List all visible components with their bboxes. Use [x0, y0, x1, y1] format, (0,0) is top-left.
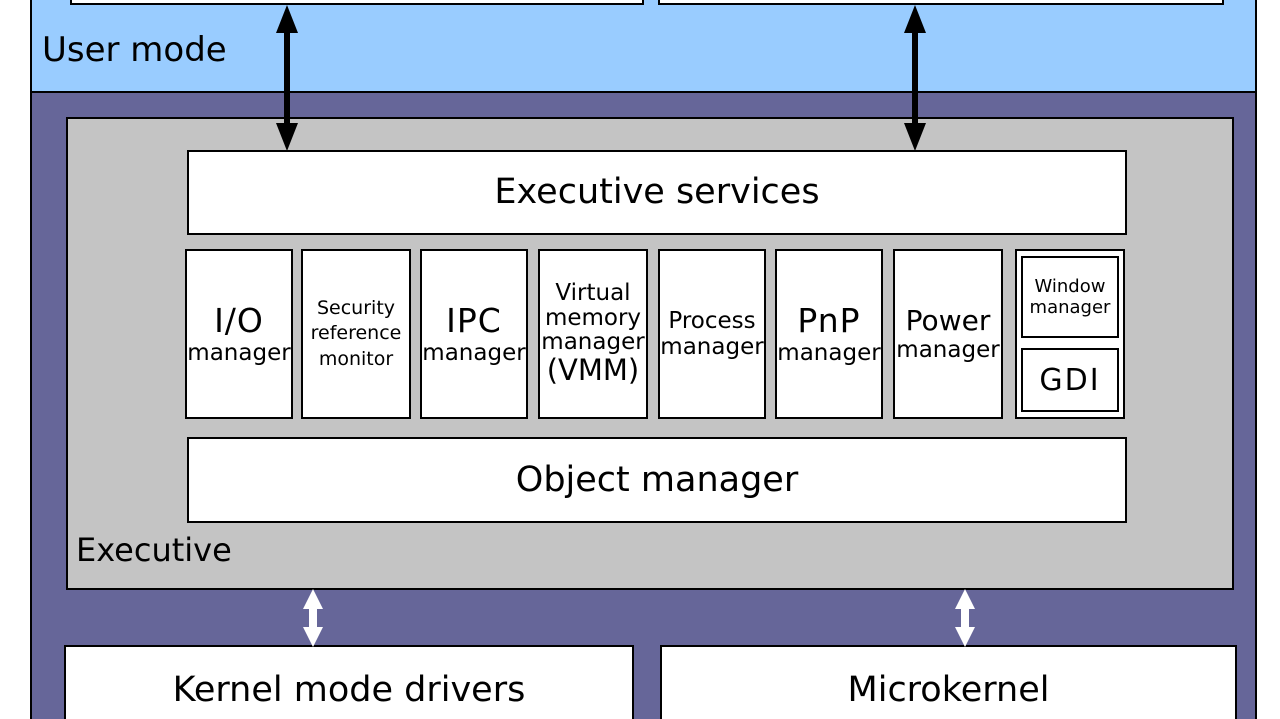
executive-services-box: Executive services [187, 150, 1127, 235]
pnp-manager-label-line2: manager [777, 339, 881, 366]
black-double-arrow-right-icon [904, 5, 926, 151]
process-manager-box: Process manager [658, 249, 766, 419]
kernel-mode-drivers-box: Kernel mode drivers [64, 645, 634, 719]
ipc-manager-box: IPC manager [420, 249, 528, 419]
process-manager-label-line2: manager [660, 334, 764, 360]
user-mode-top-left-box [70, 0, 644, 5]
white-double-arrow-left-icon [303, 589, 323, 647]
srm-label-line2: reference [310, 322, 402, 345]
microkernel-box: Microkernel [660, 645, 1237, 719]
srm-label-line3: monitor [318, 347, 394, 370]
ipc-manager-label-line1: IPC [446, 300, 502, 340]
microkernel-label: Microkernel [847, 669, 1050, 710]
pnp-manager-box: PnP manager [775, 249, 883, 419]
object-manager-label: Object manager [515, 459, 799, 500]
process-manager-label-line1: Process [668, 307, 756, 334]
vmm-label-line3: manager [541, 329, 645, 356]
ipc-manager-label-line2: manager [422, 339, 526, 366]
gdi-box: GDI [1021, 348, 1119, 412]
kernel-mode-drivers-label: Kernel mode drivers [172, 669, 526, 710]
window-manager-label-line1: Window [1034, 275, 1106, 297]
object-manager-box: Object manager [187, 437, 1127, 523]
user-mode-band [30, 0, 1257, 93]
user-mode-label: User mode [42, 30, 227, 70]
srm-label-line1: Security [316, 296, 396, 319]
power-manager-label-line2: manager [896, 336, 1000, 363]
user-mode-top-right-box [658, 0, 1224, 5]
executive-label: Executive [76, 531, 232, 569]
security-reference-monitor-box: Security reference monitor [301, 249, 411, 419]
vmm-label-line1: Virtual [555, 279, 631, 306]
vmm-label-line2: memory [544, 304, 642, 331]
executive-services-label: Executive services [494, 172, 820, 213]
io-manager-label-line2: manager [187, 339, 291, 366]
power-manager-box: Power manager [893, 249, 1003, 419]
white-double-arrow-right-icon [955, 589, 975, 647]
virtual-memory-manager-box: Virtual memory manager (VMM) [538, 249, 648, 419]
window-gdi-container-box: Window manager GDI [1015, 249, 1125, 419]
window-manager-box: Window manager [1021, 256, 1119, 338]
window-manager-label-line2: manager [1029, 297, 1111, 318]
vmm-label-line4: (VMM) [546, 353, 640, 388]
io-manager-label-line1: I/O [214, 300, 264, 340]
power-manager-label-line1: Power [905, 303, 991, 337]
black-double-arrow-left-icon [276, 5, 298, 151]
io-manager-box: I/O manager [185, 249, 293, 419]
gdi-label: GDI [1039, 362, 1101, 398]
pnp-manager-label-line1: PnP [797, 300, 861, 340]
